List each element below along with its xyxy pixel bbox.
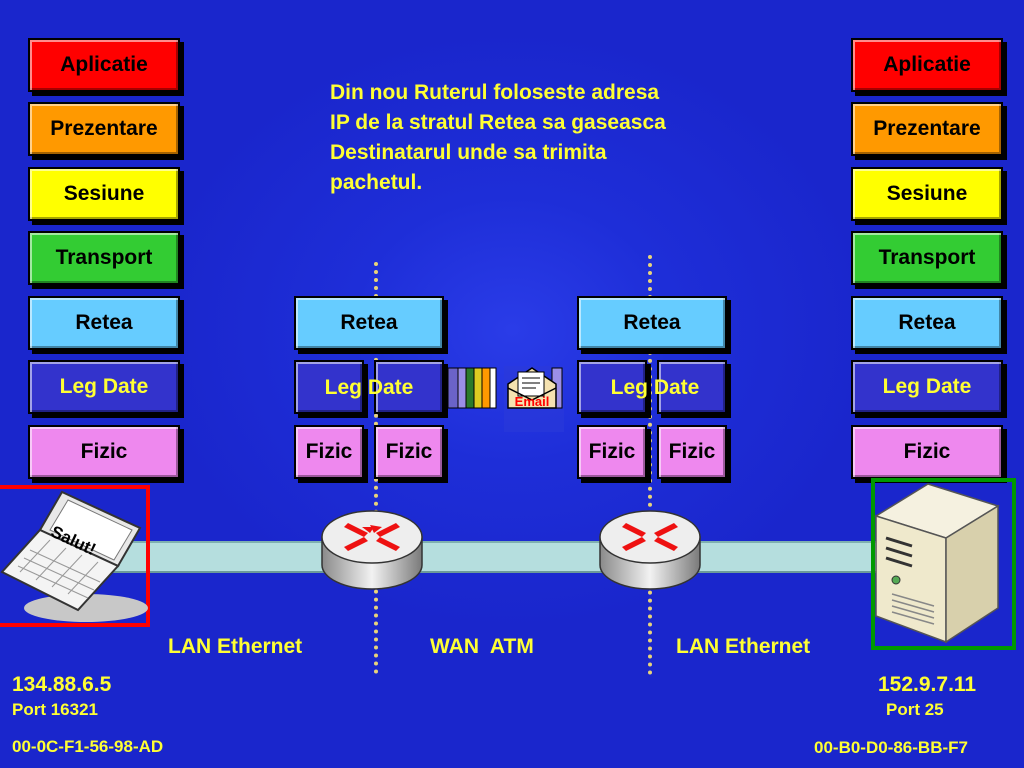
router2-fizic-left[interactable]: Fizic: [577, 425, 647, 479]
envelope-label: Email: [514, 394, 550, 409]
source-layer-sesiune[interactable]: Sesiune: [28, 167, 180, 221]
router1-fizic-left[interactable]: Fizic: [294, 425, 364, 479]
router2-fizic-right[interactable]: Fizic: [657, 425, 727, 479]
label-lan-right: LAN Ethernet: [676, 635, 811, 658]
label-lan-left: LAN Ethernet: [168, 635, 303, 658]
label-wan: WAN ATM: [430, 635, 534, 658]
explanation-note: Din nou Ruterul foloseste adresa IP de l…: [330, 81, 666, 194]
destination-layer-fizic[interactable]: Fizic: [851, 425, 1003, 479]
destination-layer-transport[interactable]: Transport: [851, 231, 1003, 285]
packet-graphic: [447, 366, 564, 432]
destination-layer-retea[interactable]: Retea: [851, 296, 1003, 350]
laptop-icon: [0, 490, 148, 622]
router-icon: [321, 510, 423, 590]
destination-server[interactable]: [872, 476, 1002, 646]
source-layer-leg-date[interactable]: Leg Date: [28, 360, 180, 414]
router-icon: [599, 510, 701, 590]
source-laptop[interactable]: Salut!: [0, 488, 150, 628]
source-ip: 134.88.6.5: [12, 673, 112, 696]
router2-layer-retea[interactable]: Retea: [577, 296, 727, 350]
envelope-icon: [507, 367, 557, 409]
destination-layer-aplicatie[interactable]: Aplicatie: [851, 38, 1003, 92]
destination-highlight-frame: [871, 478, 1016, 650]
router2-leg-date-right[interactable]: [657, 360, 727, 414]
destination-port: Port 25: [886, 700, 944, 719]
destination-layer-leg-date[interactable]: Leg Date: [851, 360, 1003, 414]
router2-leg-date-label: Leg Date: [610, 376, 700, 399]
destination-layer-sesiune[interactable]: Sesiune: [851, 167, 1003, 221]
router1[interactable]: [318, 503, 426, 595]
cable-lan-left: [108, 541, 330, 573]
cable-wan: [420, 541, 606, 573]
destination-layer-prezentare[interactable]: Prezentare: [851, 102, 1003, 156]
router1-layer-retea[interactable]: Retea: [294, 296, 444, 350]
source-port: Port 16321: [12, 700, 98, 719]
destination-mac: 00-B0-D0-86-BB-F7: [814, 738, 968, 757]
router1-leg-date-left[interactable]: [294, 360, 364, 414]
source-layer-prezentare[interactable]: Prezentare: [28, 102, 180, 156]
source-mac: 00-0C-F1-56-98-AD: [12, 737, 164, 756]
source-layer-aplicatie[interactable]: Aplicatie: [28, 38, 180, 92]
source-highlight-frame: [0, 485, 150, 627]
source-layer-fizic[interactable]: Fizic: [28, 425, 180, 479]
source-layer-retea[interactable]: Retea: [28, 296, 180, 350]
destination-ip: 152.9.7.11: [878, 673, 977, 696]
router1-fizic-right[interactable]: Fizic: [374, 425, 444, 479]
router2-leg-date-left[interactable]: [577, 360, 647, 414]
router-boundary-right: [648, 255, 652, 675]
router1-leg-date-right[interactable]: [374, 360, 444, 414]
cable-lan-right: [696, 541, 878, 573]
source-layer-transport[interactable]: Transport: [28, 231, 180, 285]
router2[interactable]: [596, 503, 704, 595]
data-packet: Email: [447, 360, 572, 436]
router1-leg-date-label: Leg Date: [324, 376, 414, 399]
server-icon: [874, 483, 1000, 644]
